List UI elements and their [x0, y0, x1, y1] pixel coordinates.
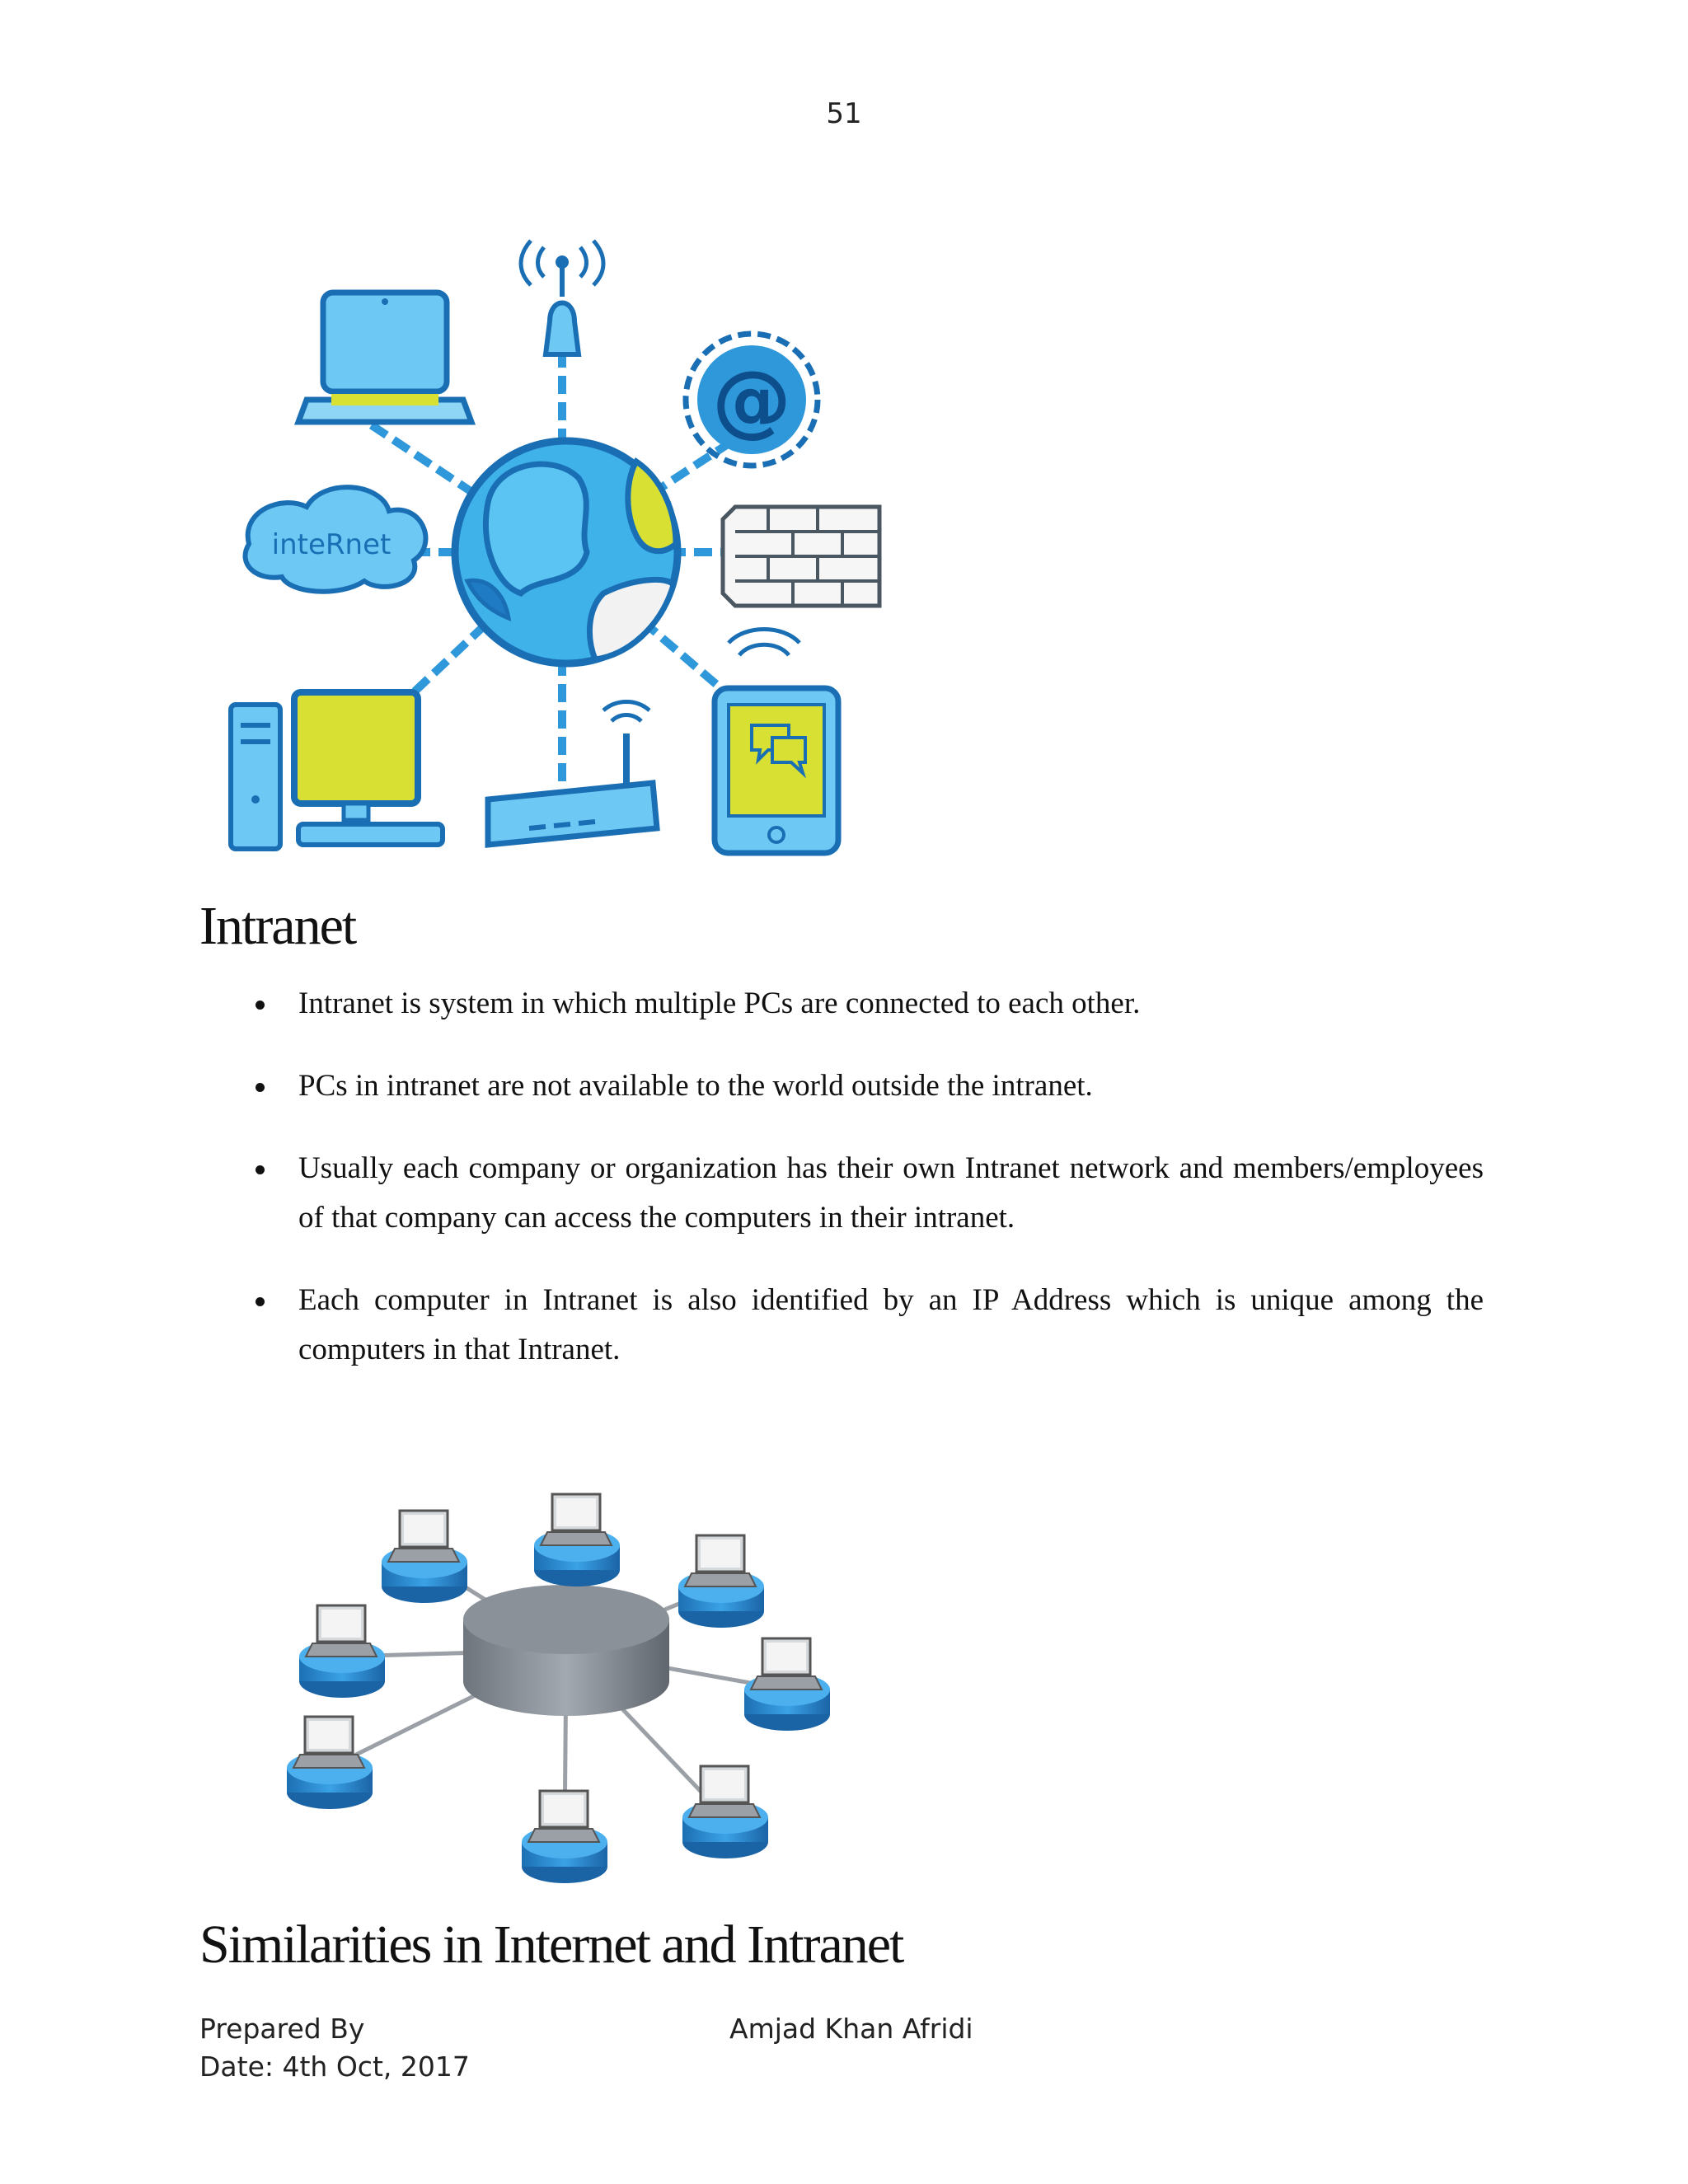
list-item: Intranet is system in which multiple PCs…	[247, 979, 1484, 1029]
laptop-node-icon	[682, 1765, 768, 1858]
footer-author: Amjad Khan Afridi	[729, 2013, 973, 2045]
router-icon	[485, 700, 660, 848]
intranet-bullet-list: Intranet is system in which multiple PCs…	[247, 979, 1484, 1408]
antenna-icon	[518, 239, 606, 357]
section-heading-similarities: Similarities in Internet and Intranet	[199, 1915, 904, 1975]
laptop-node-icon	[382, 1509, 467, 1603]
email-icon: @	[682, 330, 821, 469]
globe-icon	[451, 437, 682, 668]
page-number: 51	[826, 97, 862, 130]
laptop-node-icon	[299, 1604, 385, 1698]
laptop-node-icon	[534, 1493, 620, 1586]
central-hub-icon	[463, 1585, 669, 1716]
cloud-icon: inteRnet	[242, 485, 429, 594]
section-heading-intranet: Intranet	[199, 896, 357, 956]
firewall-icon	[720, 504, 882, 608]
laptop-node-icon	[287, 1715, 373, 1809]
list-item: Usually each company or organization has…	[247, 1144, 1484, 1243]
footer-prepared-by: Prepared By	[199, 2013, 365, 2045]
laptop-node-icon	[678, 1534, 764, 1628]
list-item: PCs in intranet are not available to the…	[247, 1062, 1484, 1111]
laptop-icon	[293, 289, 476, 425]
list-item: Each computer in Intranet is also identi…	[247, 1276, 1484, 1375]
network-illustration: @ inteRnet	[228, 239, 882, 856]
email-symbol: @	[712, 354, 791, 446]
desktop-icon	[228, 689, 445, 851]
laptop-node-icon	[522, 1789, 607, 1883]
tablet-icon	[711, 627, 842, 856]
laptop-node-icon	[744, 1637, 830, 1731]
footer-date: Date: 4th Oct, 2017	[199, 2050, 470, 2083]
cloud-label: inteRnet	[272, 528, 392, 561]
star-network-illustration	[287, 1493, 830, 1883]
